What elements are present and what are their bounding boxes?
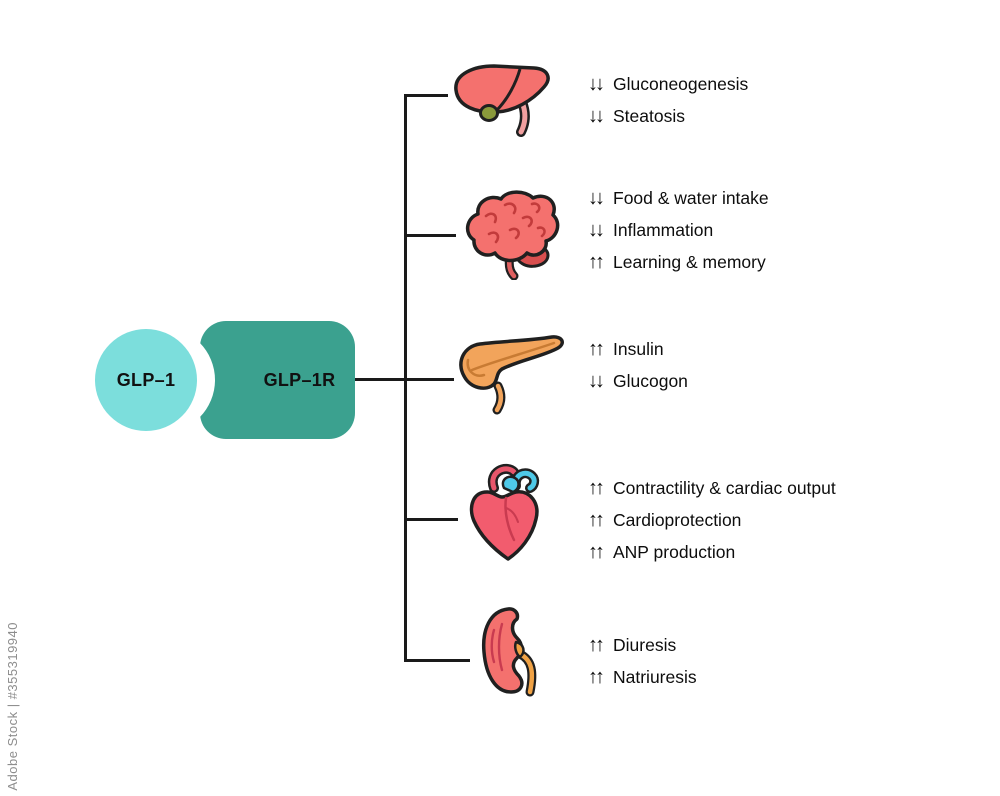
glp1-ligand: GLP–1 (95, 329, 197, 431)
connector-main (355, 378, 405, 381)
connector-liver (404, 94, 448, 97)
effect-text: ANP production (613, 541, 736, 562)
effect-text: Diuresis (613, 634, 677, 655)
effect-line: ↑↑ Cardioprotection (588, 504, 836, 536)
effect-line: ↓↓ Gluconeogenesis (588, 68, 748, 100)
glp1r-label: GLP–1R (263, 369, 336, 390)
effect-line: ↑↑ Insulin (588, 333, 688, 365)
double-down-arrow-icon: ↓↓ (588, 105, 605, 127)
effect-text: Inflammation (613, 219, 714, 240)
double-down-arrow-icon: ↓↓ (588, 370, 605, 392)
connector-heart (404, 518, 458, 521)
watermark: Adobe Stock | #355319940 (5, 622, 20, 791)
effect-line: ↓↓ Steatosis (588, 100, 748, 132)
kidney-effects: ↑↑ Diuresis ↑↑ Natriuresis (588, 629, 697, 693)
glp1r-receptor: GLP–1R (109, 321, 355, 439)
heart-icon (460, 462, 558, 566)
effect-text: Gluconeogenesis (613, 73, 749, 94)
effect-text: Glucogon (613, 370, 688, 391)
effect-line: ↓↓ Food & water intake (588, 182, 769, 214)
effect-line: ↓↓ Inflammation (588, 214, 769, 246)
effect-text: Cardioprotection (613, 509, 742, 530)
effect-line: ↑↑ Diuresis (588, 629, 697, 661)
pancreas-icon (452, 328, 572, 420)
effect-text: Insulin (613, 338, 664, 359)
effect-text: Food & water intake (613, 187, 769, 208)
connector-brain (404, 234, 456, 237)
effect-text: Natriuresis (613, 666, 697, 687)
double-down-arrow-icon: ↓↓ (588, 73, 605, 95)
pancreas-effects: ↑↑ Insulin ↓↓ Glucogon (588, 333, 688, 397)
effect-line: ↑↑ Learning & memory (588, 246, 769, 278)
heart-effects: ↑↑ Contractility & cardiac output ↑↑ Car… (588, 472, 836, 568)
glp1-label: GLP–1 (116, 369, 176, 390)
brain-icon (458, 188, 566, 280)
double-up-arrow-icon: ↑↑ (588, 541, 605, 563)
effect-line: ↑↑ ANP production (588, 536, 836, 568)
connector-pancreas (404, 378, 454, 381)
double-down-arrow-icon: ↓↓ (588, 187, 605, 209)
brain-effects: ↓↓ Food & water intake ↓↓ Inflammation ↑… (588, 182, 769, 278)
effect-text: Steatosis (613, 105, 685, 126)
effect-line: ↑↑ Natriuresis (588, 661, 697, 693)
effect-text: Contractility & cardiac output (613, 477, 836, 498)
double-up-arrow-icon: ↑↑ (588, 251, 605, 273)
connector-kidney (404, 659, 470, 662)
effect-line: ↓↓ Glucogon (588, 365, 688, 397)
kidney-icon (478, 604, 550, 700)
double-up-arrow-icon: ↑↑ (588, 666, 605, 688)
effect-line: ↑↑ Contractility & cardiac output (588, 472, 836, 504)
double-up-arrow-icon: ↑↑ (588, 338, 605, 360)
effect-text: Learning & memory (613, 251, 766, 272)
double-up-arrow-icon: ↑↑ (588, 634, 605, 656)
double-up-arrow-icon: ↑↑ (588, 509, 605, 531)
double-down-arrow-icon: ↓↓ (588, 219, 605, 241)
liver-icon (448, 60, 560, 142)
liver-effects: ↓↓ Gluconeogenesis ↓↓ Steatosis (588, 68, 748, 132)
double-up-arrow-icon: ↑↑ (588, 477, 605, 499)
